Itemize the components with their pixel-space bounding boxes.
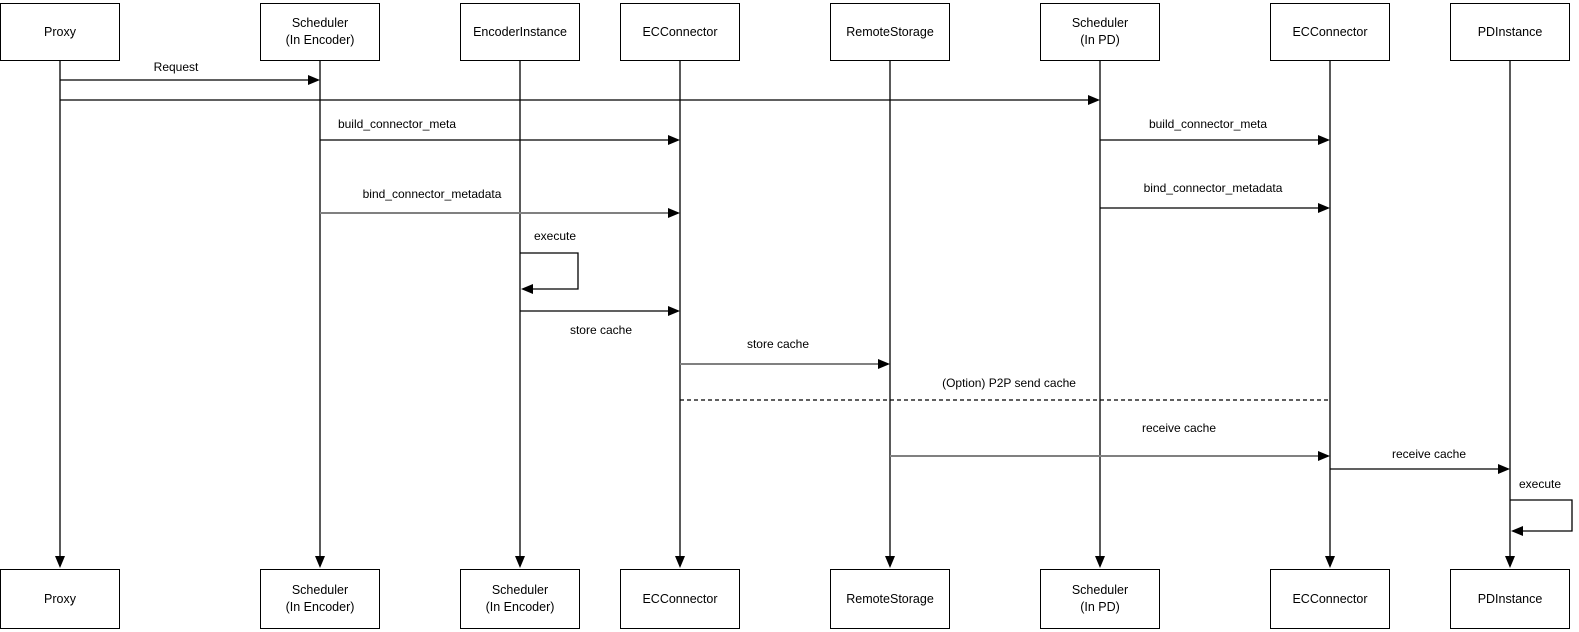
actor-bottom-box-remote-storage: RemoteStorage <box>830 569 950 629</box>
actor-bottom-box-scheduler-in-pd: Scheduler (In PD) <box>1040 569 1160 629</box>
actor-bottom-label-scheduler-in-encoder: Scheduler (In Encoder) <box>285 583 355 614</box>
actor-bottom-label-scheduler-in-pd: Scheduler (In PD) <box>1071 583 1129 614</box>
message-label-receive-cache-pd: receive cache <box>1391 447 1467 461</box>
actor-top-box-remote-storage: RemoteStorage <box>830 3 950 61</box>
actor-bottom-label-remote-storage: RemoteStorage <box>846 591 934 606</box>
message-label-encoder-store-cache: store cache <box>569 323 633 337</box>
message-label-request: Request <box>153 60 199 74</box>
actor-bottom-label-ec-connector-pd: ECConnector <box>1292 591 1368 606</box>
actor-top-label-encoder-instance: EncoderInstance <box>473 24 567 39</box>
actor-top-box-ec-connector-encoder: ECConnector <box>620 3 740 61</box>
message-label-build-connector-meta-pd: build_connector_meta <box>1148 117 1268 131</box>
actor-bottom-box-scheduler-in-encoder: Scheduler (In Encoder) <box>260 569 380 629</box>
actor-bottom-label-proxy: Proxy <box>44 591 76 606</box>
actor-top-label-pd-instance: PDInstance <box>1477 24 1543 39</box>
actor-top-box-scheduler-in-pd: Scheduler (In PD) <box>1040 3 1160 61</box>
actor-top-label-proxy: Proxy <box>44 24 76 39</box>
actor-top-label-scheduler-in-pd: Scheduler (In PD) <box>1071 16 1129 47</box>
message-label-store-cache-remote: store cache <box>746 337 810 351</box>
message-label-p2p-send-cache: (Option) P2P send cache <box>942 376 1076 390</box>
actor-bottom-box-ec-connector-pd: ECConnector <box>1270 569 1390 629</box>
message-label-bind-connector-metadata-encoder: bind_connector_metadata <box>362 187 502 201</box>
message-label-receive-cache-ec: receive cache <box>1141 421 1217 435</box>
actor-bottom-label-ec-connector-encoder: ECConnector <box>642 591 718 606</box>
actor-bottom-box-encoder-instance: Scheduler (In Encoder) <box>460 569 580 629</box>
actor-bottom-label-encoder-instance: Scheduler (In Encoder) <box>485 583 555 614</box>
self-loop-execute-pd <box>1510 499 1573 536</box>
self-loop-label-execute-encoder: execute <box>533 229 577 243</box>
message-label-build-connector-meta-encoder: build_connector_meta <box>337 117 457 131</box>
actor-bottom-box-proxy: Proxy <box>0 569 120 629</box>
actor-top-box-pd-instance: PDInstance <box>1450 3 1570 61</box>
actor-top-label-remote-storage: RemoteStorage <box>846 24 934 39</box>
message-label-bind-connector-metadata-pd: bind_connector_metadata <box>1143 181 1283 195</box>
actor-top-label-ec-connector-pd: ECConnector <box>1292 24 1368 39</box>
actor-top-label-ec-connector-encoder: ECConnector <box>642 24 718 39</box>
actor-top-box-ec-connector-pd: ECConnector <box>1270 3 1390 61</box>
actor-bottom-label-pd-instance: PDInstance <box>1477 591 1543 606</box>
actor-top-label-scheduler-in-encoder: Scheduler (In Encoder) <box>285 16 355 47</box>
actor-bottom-box-ec-connector-encoder: ECConnector <box>620 569 740 629</box>
self-loop-execute-encoder <box>520 252 579 294</box>
self-loop-label-execute-pd: execute <box>1518 477 1562 491</box>
actor-top-box-encoder-instance: EncoderInstance <box>460 3 580 61</box>
actor-top-box-scheduler-in-encoder: Scheduler (In Encoder) <box>260 3 380 61</box>
actor-bottom-box-pd-instance: PDInstance <box>1450 569 1570 629</box>
actor-top-box-proxy: Proxy <box>0 3 120 61</box>
